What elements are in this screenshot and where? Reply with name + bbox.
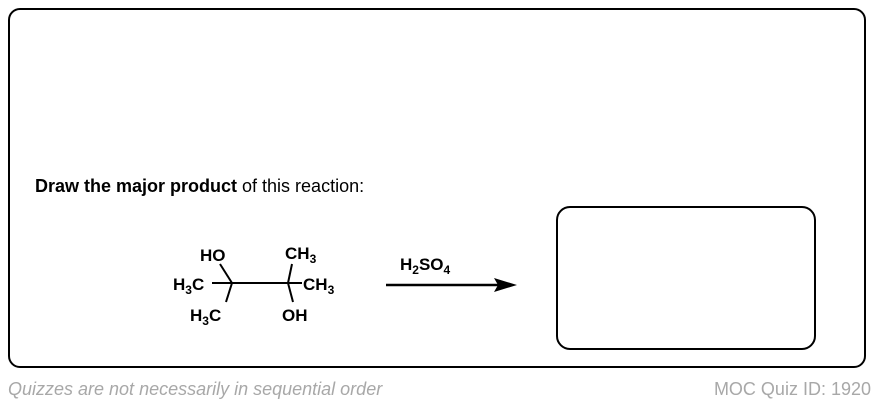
label-ho: HO xyxy=(200,246,226,265)
reactant-structure: HO H3C H3C CH3 CH3 OH xyxy=(173,244,335,328)
quiz-id: MOC Quiz ID: 1920 xyxy=(713,379,871,399)
footer-note: Quizzes are not necessarily in sequentia… xyxy=(8,379,383,399)
label-ch3-right: CH3 xyxy=(303,275,335,297)
prompt-rest-text: of this reaction: xyxy=(237,176,365,196)
prompt-bold-text: Draw the major product xyxy=(35,176,238,196)
reaction-arrow-group: H2SO4 xyxy=(386,255,517,292)
bond-c2-lower-methyl xyxy=(225,282,233,303)
label-h3c-left: H3C xyxy=(173,275,204,297)
label-oh: OH xyxy=(282,306,308,325)
label-h3c-lower: H3C xyxy=(190,306,221,328)
bond-c3-upper-methyl xyxy=(287,263,293,284)
bond-c3-oh xyxy=(287,282,294,303)
bond-c2-oh xyxy=(219,263,233,284)
reagent-label: H2SO4 xyxy=(400,255,451,277)
question-prompt: Draw the major product of this reaction: xyxy=(35,175,364,197)
answer-box[interactable] xyxy=(556,206,816,350)
label-ch3-upper: CH3 xyxy=(285,244,317,266)
arrow-head xyxy=(494,278,517,292)
